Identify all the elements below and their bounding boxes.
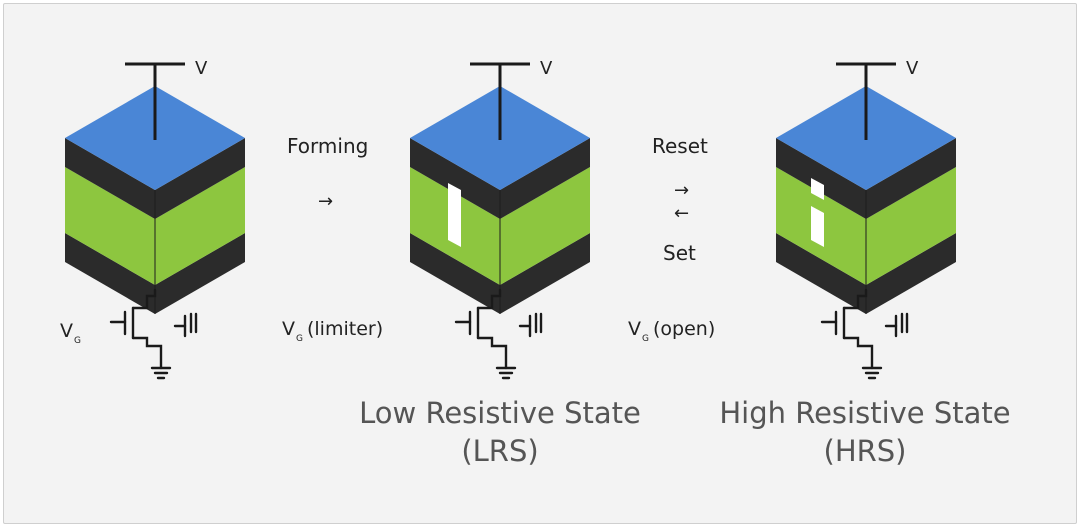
reset-arrow-icon: → (674, 180, 690, 201)
filament-full (448, 183, 461, 247)
set-label: Set (663, 241, 696, 265)
filament-upper (811, 178, 824, 200)
lrs-state-line1: Low Resistive State (359, 396, 641, 430)
hrs-state-line2: (HRS) (823, 434, 907, 468)
cell-hrs (774, 62, 958, 380)
reset-label: Reset (652, 134, 708, 158)
terminal-v-label-2: V (540, 58, 553, 79)
cell-lrs (408, 62, 592, 380)
set-arrow-icon: ← (674, 203, 690, 224)
gate-label-1: VG (60, 320, 81, 346)
forming-arrow-icon: → (318, 191, 334, 212)
forming-label: Forming (287, 134, 369, 158)
hrs-state-line1: High Resistive State (719, 396, 1011, 430)
terminal-v-label-3: V (906, 58, 919, 79)
lrs-state-title: Low Resistive State (LRS) (330, 394, 670, 470)
cell-pristine (63, 62, 247, 380)
terminal-v-label-1: V (195, 58, 208, 79)
gate-label-3: VG(open) (628, 318, 716, 344)
filament-lower (811, 206, 824, 247)
lrs-state-line2: (LRS) (461, 434, 539, 468)
hrs-state-title: High Resistive State (HRS) (690, 394, 1040, 470)
gate-label-2: VG(limiter) (282, 318, 384, 344)
